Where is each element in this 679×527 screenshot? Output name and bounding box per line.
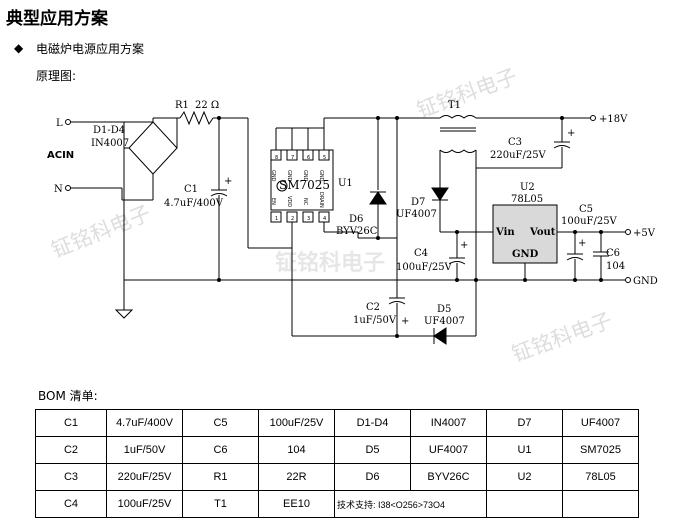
label-c2: C2 — [366, 302, 380, 313]
label-18v: +18V — [599, 114, 628, 125]
label-d7-part: UF4007 — [396, 209, 437, 220]
svg-text:DRAIN: DRAIN — [318, 192, 324, 208]
svg-text:+: + — [460, 240, 468, 251]
svg-text:4: 4 — [323, 216, 326, 222]
support-contact: 技术支持: I38<O256>73O4 — [334, 490, 487, 518]
bom-title: BOM 清单: — [38, 389, 98, 403]
svg-text:NC: NC — [302, 198, 308, 206]
svg-text:钲铭科电子: 钲铭科电子 — [48, 201, 154, 263]
label-r1-val: 22 Ω — [195, 100, 219, 111]
svg-text:3: 3 — [307, 216, 310, 222]
svg-text:GND: GND — [270, 170, 276, 182]
label-N: N — [54, 184, 63, 195]
label-c5-val: 100uF/25V — [561, 216, 618, 227]
label-u1: U1 — [338, 178, 353, 189]
svg-text:钲铭科电子: 钲铭科电子 — [414, 64, 521, 122]
label-d1d4-part: IN4007 — [91, 138, 129, 149]
section-subtitle: 电磁炉电源应用方案 — [36, 42, 145, 56]
label-vout: Vout — [529, 227, 556, 238]
label-t1: T1 — [448, 100, 461, 111]
label-gnd-u2: GND — [512, 249, 539, 260]
svg-text:VDD: VDD — [286, 196, 292, 207]
svg-text:GND: GND — [318, 170, 324, 182]
svg-text:GND: GND — [302, 170, 308, 182]
svg-text:6: 6 — [307, 155, 310, 161]
label-u2: U2 — [520, 182, 535, 193]
label-acin: ACIN — [47, 150, 74, 161]
svg-text:+: + — [224, 176, 232, 187]
label-5v: +5V — [633, 228, 656, 239]
svg-text:钲铭科电子: 钲铭科电子 — [275, 250, 385, 276]
svg-text:+: + — [567, 128, 575, 139]
svg-text:GND: GND — [286, 170, 292, 182]
label-c2-val: 1uF/50V — [353, 315, 397, 326]
label-c4-val: 100uF/25V — [396, 262, 453, 273]
svg-text:5: 5 — [323, 155, 326, 161]
label-r1: R1 — [175, 100, 189, 111]
svg-text:1: 1 — [275, 216, 278, 222]
label-c1-val: 4.7uF/400V — [164, 198, 224, 209]
label-L: L — [56, 118, 63, 129]
label-d5: D5 — [437, 304, 451, 315]
svg-text:+: + — [578, 238, 586, 249]
svg-text:EN: EN — [270, 198, 276, 205]
label-c3: C3 — [508, 137, 522, 148]
svg-text:7: 7 — [291, 155, 294, 161]
bullet-icon: ◆ — [14, 41, 24, 55]
label-d6: D6 — [349, 214, 363, 225]
svg-text:+: + — [401, 316, 409, 327]
label-u2-part: 78L05 — [511, 194, 543, 205]
svg-text:8: 8 — [275, 155, 278, 161]
label-c1: C1 — [184, 184, 198, 195]
label-c3-val: 220uF/25V — [490, 150, 547, 161]
label-d5-part: UF4007 — [424, 316, 465, 327]
label-vin: Vin — [495, 227, 515, 238]
label-d7: D7 — [411, 197, 425, 208]
svg-text:2: 2 — [291, 216, 294, 222]
schematic-label: 原理图: — [36, 69, 77, 83]
label-gnd-out: GND — [633, 276, 658, 287]
page-title: 典型应用方案 — [6, 9, 108, 29]
label-c6-val: 104 — [606, 261, 625, 272]
label-c6: C6 — [606, 248, 620, 259]
label-d6-part: BYV26C — [336, 226, 378, 237]
label-c4: C4 — [414, 248, 428, 259]
schematic-diagram: 钲铭科电子 钲铭科电子 钲铭科电子 钲铭科电子 — [47, 64, 658, 366]
svg-text:钲铭科电子: 钲铭科电子 — [509, 308, 616, 366]
label-c5: C5 — [579, 204, 593, 215]
label-u1-part: SM7025 — [279, 178, 330, 192]
label-d1d4: D1-D4 — [93, 125, 125, 136]
